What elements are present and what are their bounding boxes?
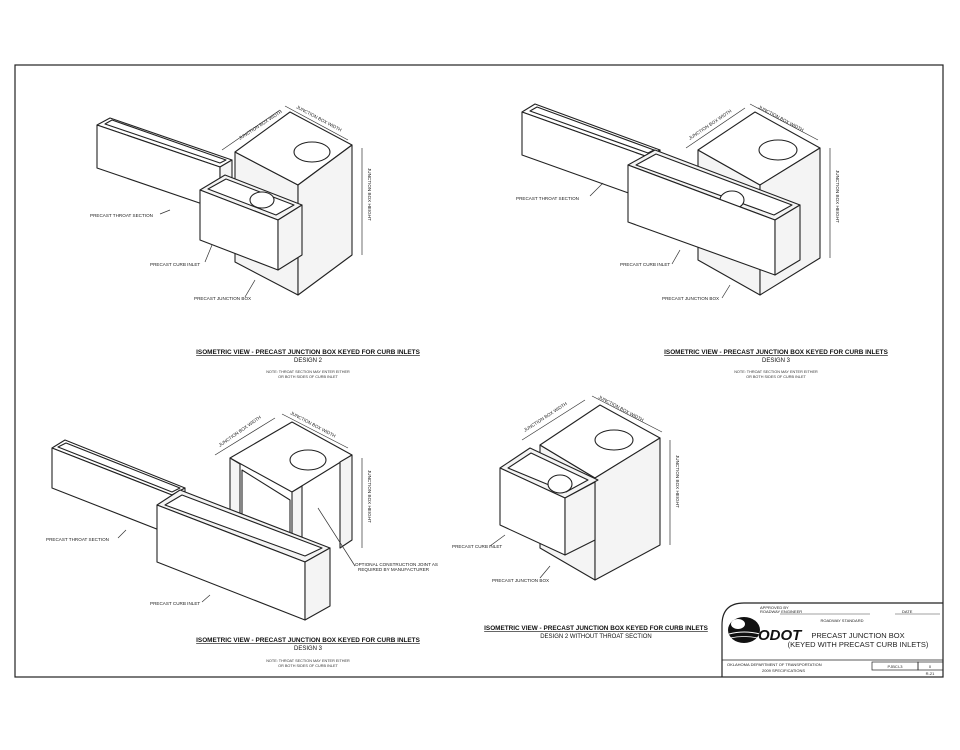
revision: 0 — [929, 664, 932, 669]
view-design-2: JUNCTION BOX WIDTH JUNCTION BOX WIDTH JU… — [90, 104, 421, 379]
label-junction-box: PRECAST JUNCTION BOX — [492, 578, 549, 583]
label-curb-inlet: PRECAST CURB INLET — [452, 544, 502, 549]
approved-label: ROADWAY ENGINEER — [760, 609, 802, 614]
view-title: ISOMETRIC VIEW - PRECAST JUNCTION BOX KE… — [484, 625, 708, 632]
view-title: ISOMETRIC VIEW - PRECAST JUNCTION BOX KE… — [196, 637, 420, 644]
label-throat: PRECAST THROAT SECTION — [90, 213, 153, 218]
view-subtitle: DESIGN 3 — [762, 358, 791, 364]
label-joint: OPTIONAL CONSTRUCTION JOINT AS — [355, 562, 438, 567]
label-curb-inlet: PRECAST CURB INLET — [620, 262, 670, 267]
dim-jb-height: JUNCTION BOX HEIGHT — [367, 168, 372, 221]
spec-year: 2009 SPECIFICATIONS — [762, 668, 805, 673]
view-subtitle: DESIGN 2 — [294, 358, 323, 364]
view-note: OR BOTH SIDES OF CURB INLET — [746, 375, 806, 379]
agency-name: OKLAHOMA DEPARTMENT OF TRANSPORTATION — [727, 662, 822, 667]
category-label: ROADWAY STANDARD — [821, 618, 864, 623]
label-curb-inlet: PRECAST CURB INLET — [150, 601, 200, 606]
view-design-2-no-throat: JUNCTION BOX WIDTH JUNCTION BOX WIDTH JU… — [452, 394, 709, 640]
view-design-3-b: JUNCTION BOX WIDTH JUNCTION BOX WIDTH JU… — [46, 410, 438, 668]
sheet-id: PJBCI-3 — [888, 664, 904, 669]
label-throat: PRECAST THROAT SECTION — [516, 196, 579, 201]
dim-jb-height: JUNCTION BOX HEIGHT — [835, 170, 840, 223]
dim-jb-height: JUNCTION BOX HEIGHT — [675, 455, 680, 508]
date-label: DATE — [902, 609, 913, 614]
label-curb-inlet: PRECAST CURB INLET — [150, 262, 200, 267]
approved-label: APPROVED BY — [760, 605, 789, 610]
view-note: NOTE: THROAT SECTION MAY ENTER EITHER — [734, 370, 818, 374]
label-junction-box: PRECAST JUNCTION BOX — [194, 296, 251, 301]
dim-jb-height: JUNCTION BOX HEIGHT — [367, 470, 372, 523]
view-subtitle: DESIGN 3 — [294, 646, 323, 652]
view-note: NOTE: THROAT SECTION MAY ENTER EITHER — [266, 659, 350, 663]
view-note: OR BOTH SIDES OF CURB INLET — [278, 664, 338, 668]
title-block: ODOT APPROVED BY ROADWAY ENGINEER DATE R… — [721, 602, 944, 677]
view-design-3: JUNCTION BOX WIDTH JUNCTION BOX WIDTH JU… — [516, 103, 889, 379]
odot-logo: ODOT — [728, 617, 803, 644]
view-note: OR BOTH SIDES OF CURB INLET — [278, 375, 338, 379]
sheet-title: (KEYED WITH PRECAST CURB INLETS) — [788, 640, 929, 649]
view-title: ISOMETRIC VIEW - PRECAST JUNCTION BOX KE… — [664, 349, 888, 356]
sheet-title: PRECAST JUNCTION BOX — [811, 631, 904, 640]
sheet-number: R-21 — [926, 671, 935, 676]
label-joint: REQUIRED BY MANUFACTURER — [358, 567, 430, 572]
view-subtitle: DESIGN 2 WITHOUT THROAT SECTION — [540, 634, 652, 640]
label-junction-box: PRECAST JUNCTION BOX — [662, 296, 719, 301]
view-note: NOTE: THROAT SECTION MAY ENTER EITHER — [266, 370, 350, 374]
view-title: ISOMETRIC VIEW - PRECAST JUNCTION BOX KE… — [196, 349, 420, 356]
label-throat: PRECAST THROAT SECTION — [46, 537, 109, 542]
odot-logo-text: ODOT — [758, 627, 803, 644]
